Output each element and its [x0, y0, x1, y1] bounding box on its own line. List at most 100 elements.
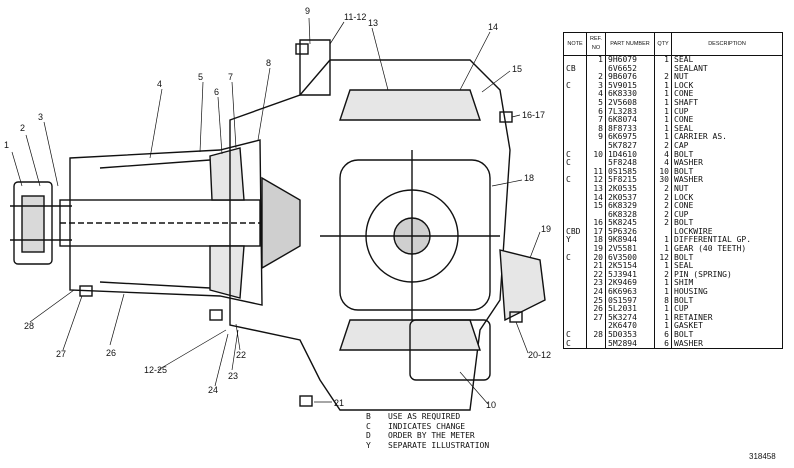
cell-part: 5V9015 — [605, 81, 655, 91]
cell-note — [563, 107, 587, 117]
cell-qty: 1 — [654, 305, 672, 314]
callout-10: 10 — [486, 400, 496, 410]
cell-qty: 1 — [654, 116, 672, 125]
cell-ref — [586, 322, 606, 331]
cell-note: CBD — [563, 227, 587, 237]
cell-qty: 1 — [654, 107, 672, 117]
cell-qty: 10 — [654, 167, 672, 177]
cell-ref — [586, 141, 606, 151]
cell-qty: 6 — [654, 339, 672, 350]
cell-qty: 6 — [654, 331, 672, 340]
cell-qty: 8 — [654, 296, 672, 306]
cell-note: C — [563, 176, 587, 185]
header-qty: QTY — [654, 32, 672, 56]
header-ref: REF. NO — [586, 32, 606, 56]
cell-qty: 2 — [654, 202, 672, 211]
cell-ref: 19 — [586, 245, 606, 254]
cell-part: 5K7827 — [605, 141, 655, 151]
cell-desc: SEAL — [671, 124, 783, 134]
cell-note — [563, 262, 587, 271]
cell-part: 5K8245 — [605, 219, 655, 228]
cell-part: 1D4610 — [605, 150, 655, 160]
cell-qty: 12 — [654, 253, 672, 263]
cell-part: 2V5608 — [605, 98, 655, 108]
cell-ref: 5 — [586, 98, 606, 108]
cell-note — [563, 90, 587, 99]
cell-qty: 1 — [654, 322, 672, 331]
cell-ref: 6 — [586, 107, 606, 117]
callout-18: 18 — [524, 173, 534, 183]
cell-desc: DIFFERENTIAL GP. — [671, 236, 783, 246]
cell-desc: BOLT — [671, 150, 783, 160]
callout-19: 19 — [541, 224, 551, 234]
cell-part: 6K8328 — [605, 210, 655, 220]
cell-desc: RETAINER — [671, 313, 783, 323]
cell-part: 5M2894 — [605, 339, 655, 350]
cell-note — [563, 245, 587, 254]
cell-desc: HOUSING — [671, 288, 783, 297]
cell-desc: BOLT — [671, 219, 783, 228]
cell-qty: 4 — [654, 159, 672, 168]
cell-qty: 1 — [654, 288, 672, 297]
legend-text: INDICATES CHANGE — [388, 421, 466, 431]
cell-note — [563, 55, 587, 65]
cell-note — [563, 296, 587, 306]
cell-ref: 3 — [586, 81, 606, 91]
cell-qty: 1 — [654, 262, 672, 271]
cell-note — [563, 279, 587, 289]
cell-part: 2K0535 — [605, 184, 655, 194]
cell-desc: LOCKWIRE — [671, 227, 783, 237]
cell-part: 2K9469 — [605, 279, 655, 289]
cell-desc: BOLT — [671, 253, 783, 263]
assembly-outline — [10, 39, 546, 411]
callout-13: 13 — [368, 18, 378, 28]
cell-ref — [586, 64, 606, 74]
cell-note — [563, 270, 587, 280]
cell-desc: BOLT — [671, 296, 783, 306]
cell-desc: SEALANT — [671, 64, 783, 74]
cell-ref: 23 — [586, 279, 606, 289]
cell-part: 9K8944 — [605, 236, 655, 246]
callout-4: 4 — [157, 79, 162, 89]
cell-part: 5L2031 — [605, 305, 655, 314]
cell-qty: 1 — [654, 236, 672, 246]
callout-24: 24 — [208, 385, 218, 395]
cell-ref: 15 — [586, 202, 606, 211]
cell-desc: BOLT — [671, 331, 783, 340]
cell-desc: CONE — [671, 202, 783, 211]
cell-ref: 11 — [586, 167, 606, 177]
parts-table-header: NOTE REF. NO PART NUMBER QTY DESCRIPTION — [563, 32, 783, 56]
callout-12-25: 12-25 — [144, 365, 167, 375]
cell-ref: 22 — [586, 270, 606, 280]
legend-text: ORDER BY THE METER — [388, 431, 475, 440]
leader-lines — [11, 17, 541, 405]
callout-8: 8 — [266, 58, 271, 68]
cell-part: 6K6975 — [605, 133, 655, 142]
cell-desc: WASHER — [671, 176, 783, 185]
cell-part: 5J3941 — [605, 270, 655, 280]
legend-text: USE AS REQUIRED — [388, 412, 461, 421]
legend-code: Y — [366, 440, 371, 450]
cell-note — [563, 98, 587, 108]
cell-part: 8F8733 — [605, 124, 655, 134]
cell-qty: 2 — [654, 184, 672, 194]
callout-14: 14 — [488, 22, 498, 32]
cell-note — [563, 305, 587, 314]
cell-desc: LOCK — [671, 193, 783, 203]
cell-ref: 2 — [586, 73, 606, 82]
